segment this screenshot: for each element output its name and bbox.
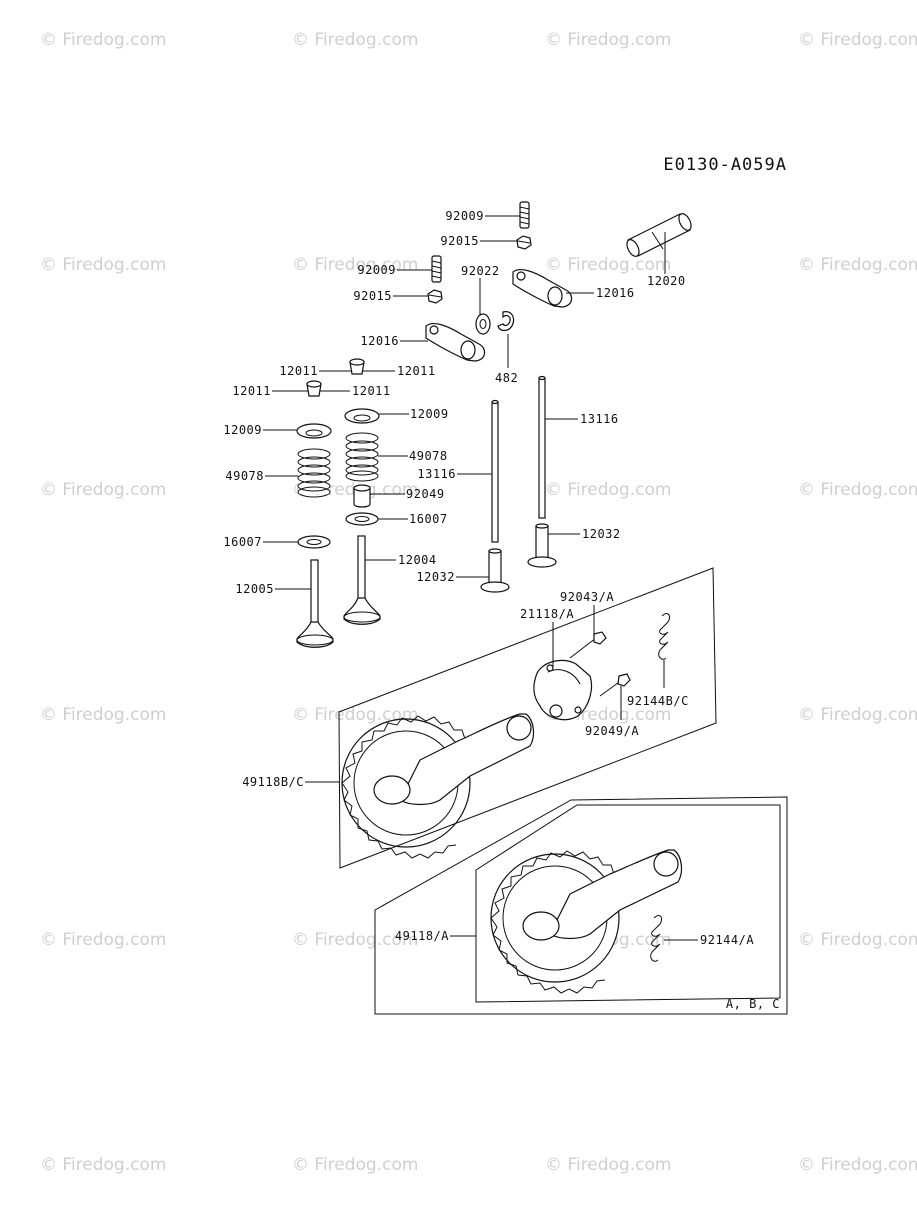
watermark: © Firedog.com — [40, 930, 166, 950]
camshaft-a-outline — [374, 796, 788, 1015]
push-rod-part — [538, 375, 546, 519]
part-label-92015: 92015 — [353, 289, 392, 303]
watermark: © Firedog.com — [292, 255, 418, 275]
adjusting-screw-part — [519, 201, 530, 229]
spring-seat-part — [297, 535, 331, 549]
watermark: © Firedog.com — [40, 480, 166, 500]
watermark: © Firedog.com — [798, 930, 917, 950]
valve-rotator-part — [353, 484, 371, 508]
part-label-13116: 13116 — [580, 412, 619, 426]
watermark: © Firedog.com — [545, 1155, 671, 1175]
part-label-92015: 92015 — [440, 234, 479, 248]
watermark: © Firedog.com — [292, 705, 418, 725]
watermark: © Firedog.com — [798, 1155, 917, 1175]
valve-cap-part — [349, 358, 365, 375]
bolt-part — [599, 673, 631, 697]
watermark: © Firedog.com — [40, 30, 166, 50]
valve-spring-part — [345, 432, 379, 482]
part-label-92022: 92022 — [461, 264, 500, 278]
lock-nut-part — [427, 289, 443, 304]
camshaft-bc-outline — [338, 567, 717, 869]
part-label-12011: 12011 — [352, 384, 391, 398]
bolt-part — [569, 631, 607, 659]
part-label-16007: 16007 — [223, 535, 262, 549]
part-label-12011: 12011 — [279, 364, 318, 378]
valve-cap-part — [306, 380, 322, 397]
part-label-16007: 16007 — [409, 512, 448, 526]
watermark: © Firedog.com — [292, 30, 418, 50]
spring-seat-part — [345, 512, 379, 526]
circlip-part — [497, 311, 515, 332]
intake-valve-part — [296, 559, 334, 648]
camshaft-gear-part — [490, 849, 683, 994]
part-label-49078: 49078 — [409, 449, 448, 463]
watermark: © Firedog.com — [798, 480, 917, 500]
lock-nut-part — [516, 235, 532, 250]
diagram-code: E0130-A059A — [663, 155, 787, 175]
part-label-12009: 12009 — [223, 423, 262, 437]
part-label-92049: 92049 — [406, 487, 445, 501]
tappet-part — [480, 548, 510, 593]
part-label-12011: 12011 — [397, 364, 436, 378]
part-label-12005: 12005 — [235, 582, 274, 596]
governor-spring-part — [658, 613, 671, 660]
camshaft-a-inner-outline — [475, 804, 781, 1003]
watermark: © Firedog.com — [798, 30, 917, 50]
watermark-layer: © Firedog.com © Firedog.com © Firedog.co… — [40, 30, 917, 1175]
part-label-12032: 12032 — [582, 527, 621, 541]
watermark: © Firedog.com — [545, 30, 671, 50]
exhaust-valve-part — [343, 535, 381, 625]
rocker-arm-part — [512, 268, 573, 308]
part-label-12032: 12032 — [416, 570, 455, 584]
part-label-49118-a: 49118/A — [395, 929, 449, 943]
valve-spring-part — [297, 448, 331, 498]
watermark: © Firedog.com — [292, 1155, 418, 1175]
part-label-12009: 12009 — [410, 407, 449, 421]
part-label-49078: 49078 — [225, 469, 264, 483]
watermark: © Firedog.com — [545, 480, 671, 500]
part-label-92009: 92009 — [445, 209, 484, 223]
part-label-49118b-c: 49118B/C — [242, 775, 304, 789]
part-label-13116: 13116 — [417, 467, 456, 481]
spring-retainer-part — [296, 423, 332, 439]
watermark: © Firedog.com — [40, 1155, 166, 1175]
watermark: © Firedog.com — [798, 255, 917, 275]
watermark: © Firedog.com — [798, 705, 917, 725]
part-label-12020: 12020 — [647, 274, 686, 288]
watermark: © Firedog.com — [545, 255, 671, 275]
spring-retainer-part — [344, 408, 380, 424]
part-label-482: 482 — [495, 371, 518, 385]
governor-weight-part — [533, 659, 593, 721]
watermark: © Firedog.com — [40, 255, 166, 275]
part-label-12016: 12016 — [596, 286, 635, 300]
leader-lines — [263, 215, 698, 941]
part-labels: 92009 92015 92009 92022 92015 12020 1201… — [223, 209, 780, 1011]
part-label-21118-a: 21118/A — [520, 607, 574, 621]
part-label-12016: 12016 — [360, 334, 399, 348]
rocker-arm-part — [425, 322, 486, 362]
washer-part — [475, 313, 491, 335]
camshaft-gear-part — [341, 713, 535, 859]
adjusting-screw-part — [431, 255, 442, 283]
part-label-92049-a: 92049/A — [585, 724, 639, 738]
part-label-92144b-c: 92144B/C — [627, 694, 689, 708]
part-label-92009: 92009 — [357, 263, 396, 277]
watermark: © Firedog.com — [40, 705, 166, 725]
watermark: © Firedog.com — [292, 930, 418, 950]
part-label-12011: 12011 — [232, 384, 271, 398]
rocker-shaft-part — [626, 213, 692, 257]
variant-note: A, B, C — [726, 997, 780, 1011]
part-label-92043-a: 92043/A — [560, 590, 614, 604]
tappet-part — [527, 523, 557, 568]
governor-spring-part — [650, 915, 663, 962]
part-label-12004: 12004 — [398, 553, 437, 567]
part-label-92144-a: 92144/A — [700, 933, 754, 947]
push-rod-part — [491, 399, 499, 543]
